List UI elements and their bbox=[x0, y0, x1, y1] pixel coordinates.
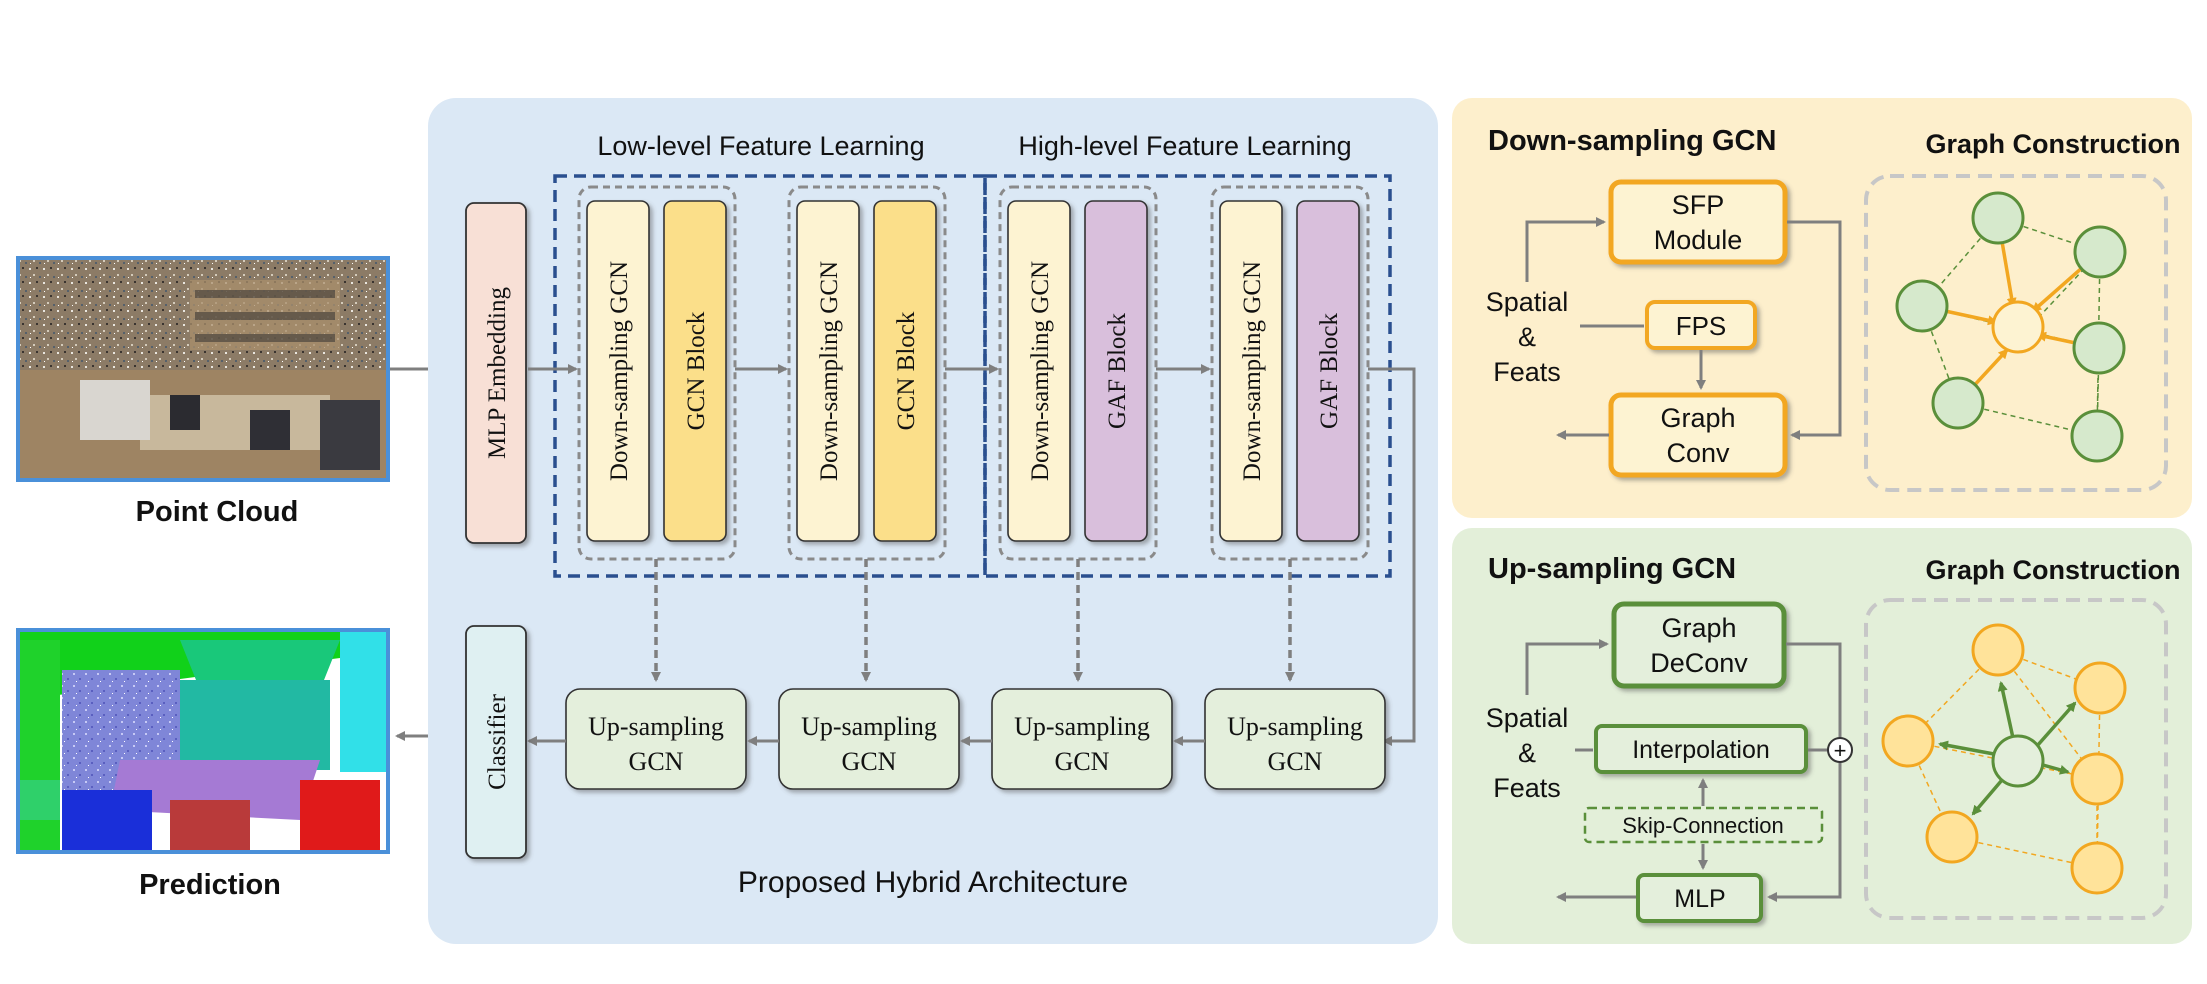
input-to-sfp-arrow bbox=[1525, 217, 1606, 282]
main-title: Proposed Hybrid Architecture bbox=[738, 866, 1128, 899]
up-input-line2: & bbox=[1518, 738, 1536, 768]
up-sampling-label: Up-sampling bbox=[1014, 712, 1150, 741]
down-sampling-gcn-block bbox=[1219, 200, 1283, 542]
gcn-block-label: GCN Block bbox=[683, 311, 710, 430]
graph-conv-box bbox=[1608, 392, 1788, 478]
fps-label: FPS bbox=[1676, 311, 1727, 341]
gaf-block-label: GAF Block bbox=[1316, 313, 1343, 429]
input-to-deconv-arrow bbox=[1525, 639, 1609, 695]
graph-conv-label-line2: Conv bbox=[1666, 438, 1730, 468]
gcn-block-label: GCN Block bbox=[893, 311, 920, 430]
up-sampling-label: Up-sampling bbox=[801, 712, 937, 741]
gcn-block bbox=[873, 200, 937, 542]
up-sampling-gcn-block bbox=[991, 688, 1173, 790]
sum-to-mlp-arrow bbox=[1767, 762, 1842, 902]
up-sampling-gcn-block bbox=[778, 688, 960, 790]
up-graph-frame bbox=[1864, 598, 2168, 920]
input-caption: Point Cloud bbox=[136, 496, 299, 528]
down-input-line1: Spatial bbox=[1486, 287, 1569, 317]
down-sampling-gcn-label: Down-sampling GCN bbox=[1239, 261, 1266, 481]
down-sampling-gcn-label: Down-sampling GCN bbox=[606, 261, 633, 481]
down-graph-frame bbox=[1864, 174, 2168, 492]
deconv-label-line2: DeConv bbox=[1650, 648, 1748, 678]
sum-node: + bbox=[1827, 737, 1853, 763]
down-sampling-gcn-block bbox=[1007, 200, 1071, 542]
encoder-stage-3-frame bbox=[998, 185, 1158, 561]
deconv-label-line1: Graph bbox=[1661, 613, 1736, 643]
up-input-line1: Spatial bbox=[1486, 703, 1569, 733]
skip-connection-box bbox=[1583, 806, 1824, 844]
up-sampling-label: Up-sampling bbox=[1227, 712, 1363, 741]
up-graph-title: Graph Construction bbox=[1926, 555, 2181, 585]
down-panel-title: Down-sampling GCN bbox=[1488, 125, 1776, 157]
classifier-block bbox=[465, 625, 527, 859]
high-level-group bbox=[983, 174, 1392, 578]
mlp-embedding-label: MLP Embedding bbox=[484, 287, 511, 459]
prediction-image bbox=[16, 628, 390, 854]
sfp-to-conv-arrow bbox=[1787, 220, 1842, 440]
gcn-label: GCN bbox=[1055, 747, 1110, 776]
down-graph bbox=[1895, 191, 2127, 463]
mlp-embedding-block bbox=[465, 202, 527, 544]
encoder-stage-1-frame bbox=[577, 185, 737, 561]
graph-conv-label-line1: Graph bbox=[1660, 403, 1735, 433]
up-input-line3: Feats bbox=[1493, 773, 1561, 803]
sfp-module-box bbox=[1608, 179, 1788, 265]
interpolation-box bbox=[1594, 724, 1808, 774]
deconv-to-sum-line bbox=[1786, 642, 1842, 738]
down-sampling-gcn-label: Down-sampling GCN bbox=[1027, 261, 1054, 481]
gaf-block bbox=[1084, 200, 1148, 542]
mlp-label: MLP bbox=[1674, 885, 1725, 913]
gcn-label: GCN bbox=[629, 747, 684, 776]
low-level-label: Low-level Feature Learning bbox=[597, 131, 924, 161]
encoder-stage-4-frame bbox=[1210, 185, 1370, 561]
graph-deconv-box bbox=[1611, 601, 1787, 689]
interpolation-label: Interpolation bbox=[1632, 736, 1770, 764]
encoder-stage-2-frame bbox=[787, 185, 947, 561]
down-input-line2: & bbox=[1518, 322, 1536, 352]
down-sampling-gcn-label: Down-sampling GCN bbox=[816, 261, 843, 481]
classifier-label: Classifier bbox=[484, 693, 511, 789]
down-sampling-gcn-block bbox=[586, 200, 650, 542]
up-sampling-gcn-block bbox=[1204, 688, 1386, 790]
down-sampling-gcn-block bbox=[796, 200, 860, 542]
up-graph bbox=[1881, 623, 2127, 895]
output-caption: Prediction bbox=[139, 869, 281, 901]
sfp-label-line2: Module bbox=[1654, 225, 1743, 255]
gaf-block-label: GAF Block bbox=[1104, 313, 1131, 429]
mlp-box bbox=[1636, 873, 1763, 923]
sfp-label-line1: SFP bbox=[1672, 190, 1725, 220]
gcn-label: GCN bbox=[842, 747, 897, 776]
up-sampling-label: Up-sampling bbox=[588, 712, 724, 741]
up-sampling-gcn-block bbox=[565, 688, 747, 790]
skip-connection-label: Skip-Connection bbox=[1622, 813, 1783, 838]
up-panel-title: Up-sampling GCN bbox=[1488, 553, 1736, 585]
point-cloud-image bbox=[16, 256, 390, 482]
gcn-block bbox=[663, 200, 727, 542]
gaf-block bbox=[1296, 200, 1360, 542]
bottleneck-arrow bbox=[1368, 367, 1416, 746]
gcn-label: GCN bbox=[1268, 747, 1323, 776]
high-level-label: High-level Feature Learning bbox=[1018, 131, 1351, 161]
fps-box bbox=[1645, 300, 1757, 350]
down-graph-title: Graph Construction bbox=[1926, 129, 2181, 159]
down-input-line3: Feats bbox=[1493, 357, 1561, 387]
sum-symbol: + bbox=[1834, 738, 1847, 763]
